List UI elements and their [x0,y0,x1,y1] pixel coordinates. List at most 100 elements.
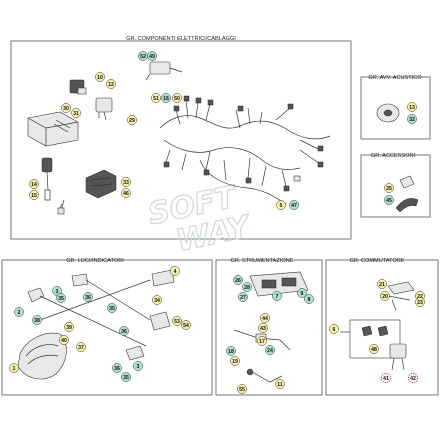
callout-label: 20 [382,294,388,300]
callout-circle [289,200,299,210]
part-relay-holder [69,79,87,95]
callout-circle [297,288,307,298]
callout-circle [121,177,131,187]
callout-label: 35 [58,296,64,302]
callout-37: 37 [76,342,86,352]
callout-label: 2 [18,310,21,316]
callout-label: 43 [260,326,266,332]
part-indicator-front-left [27,287,45,303]
callout-23: 23 [415,297,425,307]
callout-label: 46 [123,191,129,197]
callout-29: 29 [127,115,137,125]
callout-circle [257,336,267,346]
callout-label: 28 [244,285,250,291]
callout-39: 39 [64,322,74,332]
callout-circle [61,103,71,113]
callout-circle [384,195,394,205]
callout-label: 5 [280,203,283,209]
callout-2: 2 [14,307,24,317]
callout-circle [14,307,24,317]
callout-circle [377,279,387,289]
watermark: SOFT WAY [144,179,256,260]
callout-circle [260,313,270,323]
callout-34: 34 [152,295,162,305]
callout-17: 17 [257,336,267,346]
callout-label: 23 [417,300,423,306]
part-ignition-coil [41,157,53,201]
callout-label: 7 [276,294,279,300]
callout-19: 19 [230,356,240,366]
callout-label: 35 [109,306,115,312]
callout-circle [9,363,19,373]
callout-circle [170,266,180,276]
callout-circle [304,294,314,304]
callout-27: 27 [238,292,248,302]
callout-label: 3 [56,289,59,295]
callout-circle [32,315,42,325]
callout-12: 12 [106,79,116,89]
callout-circle [238,292,248,302]
callout-label: 6 [333,327,336,333]
callout-label: 31 [73,111,79,117]
callout-label: 16 [163,96,169,102]
callout-label: 33 [123,180,129,186]
callout-label: 15 [31,193,37,199]
callout-18: 18 [226,346,236,356]
callout-label: 36 [85,295,91,301]
callout-label: 29 [129,118,135,124]
callout-circle [127,115,137,125]
part-kill-switch [387,281,415,311]
callout-43: 43 [258,323,268,333]
part-horn [376,103,400,123]
callout-label: 36 [121,329,127,335]
callout-24: 24 [265,345,275,355]
callout-32: 32 [407,114,417,124]
callout-label: 8 [308,297,311,303]
callout-label: 4 [174,269,177,275]
callout-circle [407,114,417,124]
callout-28: 28 [242,282,252,292]
callout-circle [29,179,39,189]
callout-circle [95,72,105,82]
callout-circle [112,363,122,373]
callout-circle [230,356,240,366]
panel-commutatore-frame [325,259,439,396]
callout-circle [152,295,162,305]
callout-circle [369,344,379,354]
callout-circle [272,291,282,301]
part-accessory-clip [399,175,415,189]
panel-strumentazione-frame [215,259,323,396]
panel-luci-frame [1,259,213,396]
callout-21: 21 [377,279,387,289]
callout-46: 46 [121,188,131,198]
callout-circle [265,345,275,355]
callout-5: 5 [276,200,286,210]
callout-circle [172,93,182,103]
callout-label: 18 [228,349,234,355]
panel-title-elettrici: GR. COMPONENTI ELETTRICI/CABLAGGI [126,36,236,42]
callout-circle [407,102,417,112]
callout-label: 37 [78,345,84,351]
part-dashboard [249,271,309,297]
callout-label: 13 [409,105,415,111]
part-wiring-harness [159,99,331,205]
callout-label: 12 [108,82,114,88]
callout-circle [133,361,143,371]
callout-circle [226,346,236,356]
callout-label: 25 [386,186,392,192]
callout-53: 53 [172,316,182,326]
callout-circle [64,322,74,332]
callout-label: 27 [240,295,246,301]
part-harness-connector [145,61,183,81]
callout-circle [242,282,252,292]
callout-circle [121,188,131,198]
callout-label: 24 [267,348,273,354]
callout-label: 21 [379,282,385,288]
callout-circle [415,297,425,307]
part-headlight [17,332,67,380]
callout-label: 36 [114,366,120,372]
callout-circle [59,335,69,345]
callout-6: 6 [329,324,339,334]
callout-36: 36 [112,363,122,373]
